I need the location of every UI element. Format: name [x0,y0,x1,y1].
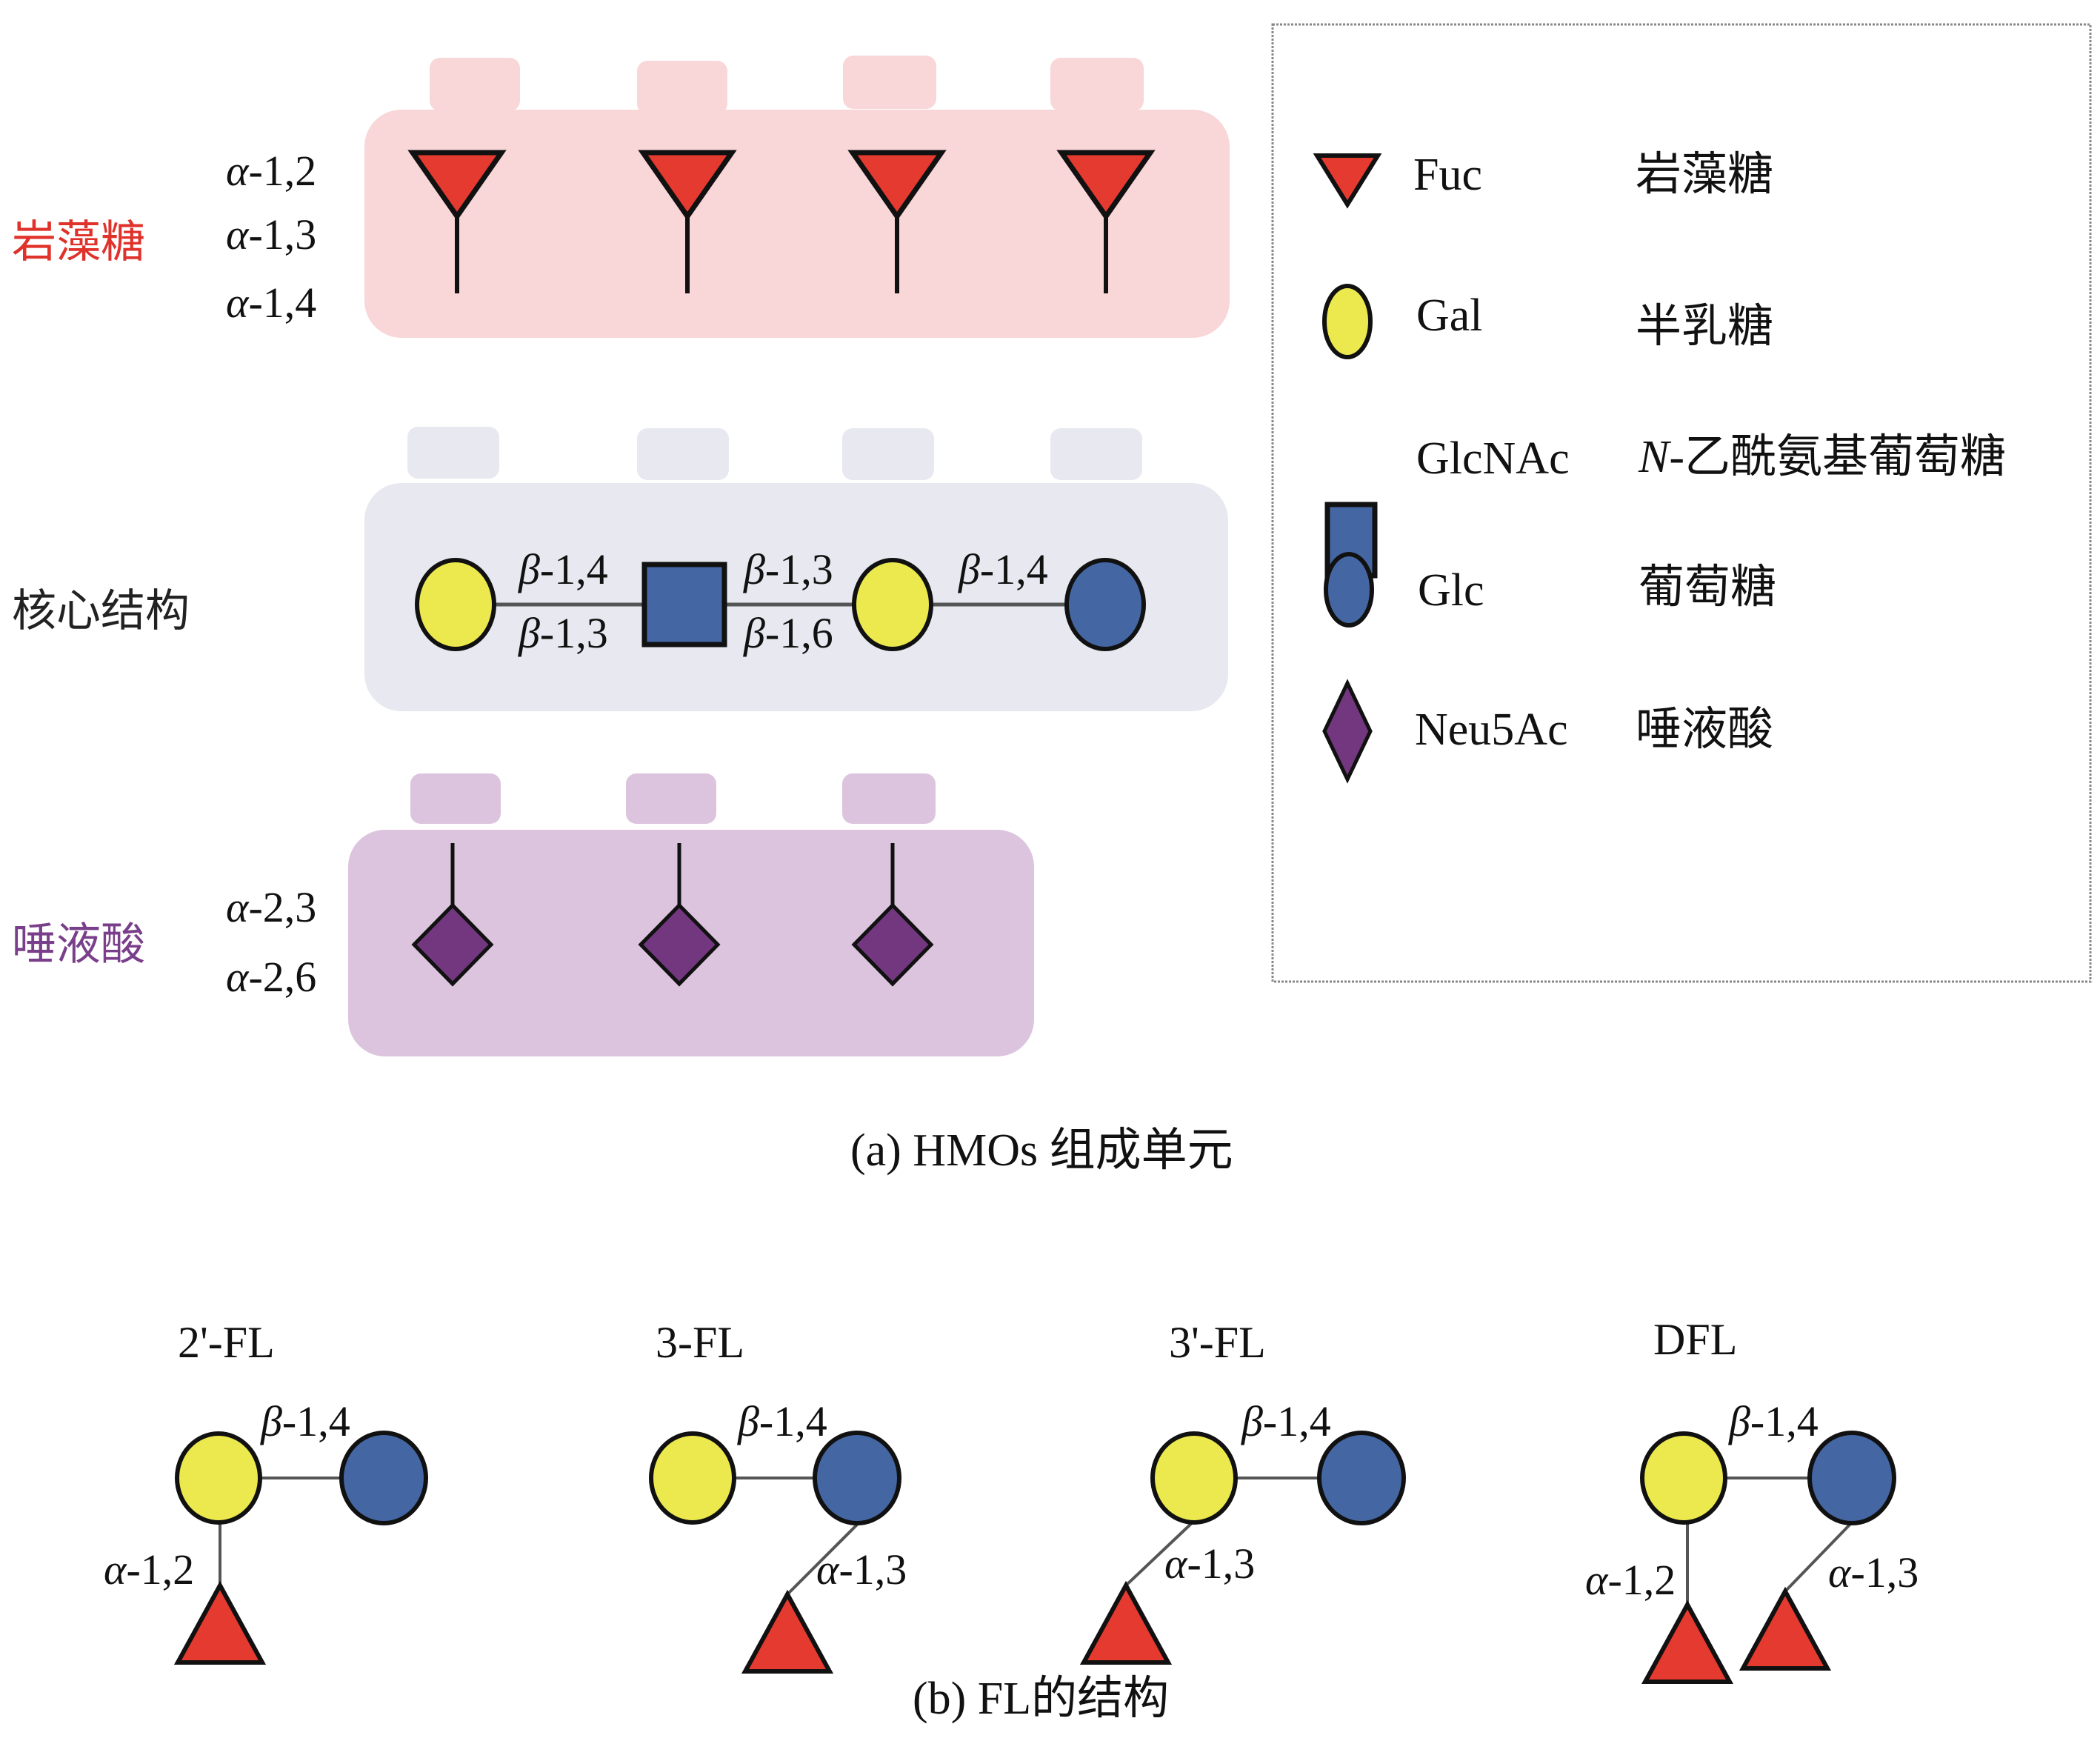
caption-a: (a) HMOs 组成单元 [850,1125,1233,1176]
legend-name-gal: 半乳糖 [1636,302,1774,352]
legend-name-prefix: N [1639,432,1670,482]
fuc-icon [741,1589,834,1674]
sialic-tab [626,773,716,824]
fuc-icon [407,150,507,222]
core-tab [1050,428,1142,480]
fuc-icon [1641,1599,1734,1684]
fuc-icon [847,150,947,222]
core-link-bottom-2: β-1,6 [744,609,833,657]
fucose-tab [430,58,520,111]
glc-icon [1317,1431,1406,1525]
sialic-linkage: α-2,3 [226,883,317,931]
fl-structure [173,1431,428,1665]
triangle-down-icon [1313,153,1382,209]
bond [1784,1519,1855,1593]
legend-abbr-glcnac: GlcNAc [1416,433,1570,484]
fl-link-beta: β-1,4 [738,1397,827,1445]
core-row-label: 核心结构 [12,587,190,636]
fucose-tab [843,56,936,109]
fl-link-beta: β-1,4 [1241,1397,1331,1445]
glc-icon [1807,1431,1896,1525]
core-tab [407,427,499,479]
legend-border [1271,23,2092,983]
gal-icon [1150,1431,1238,1525]
fuc-icon [1079,1580,1173,1665]
fl-link-alpha: α-1,3 [1164,1539,1256,1588]
gal-icon [175,1431,262,1525]
legend-name-neu5ac: 唾液酸 [1636,705,1774,755]
fl-link-alpha: α-1,3 [1828,1548,1919,1597]
glc-icon [1064,558,1146,651]
legend-abbr-glc: Glc [1418,565,1484,616]
core-panel [364,427,1228,711]
legend-abbr-gal: Gal [1416,290,1483,341]
neu5ac-icon [851,902,934,987]
fucose-tab [1050,58,1144,111]
neu5ac-icon [411,902,494,987]
caption-b: (b) FL的结构 [913,1674,1170,1724]
fucose-panel [364,56,1230,338]
circle-icon [1322,284,1373,359]
sialic-linkage: α-2,6 [226,953,317,1001]
gal-icon [1640,1431,1727,1525]
legend-box [1271,23,2092,983]
fuc-icon [173,1580,267,1665]
gal-icon [649,1431,736,1525]
sialic-panel [348,773,1034,1056]
sialic-tab [842,773,936,824]
linkage-suffix: -1,4 [248,279,317,327]
fuc-icon [638,150,737,222]
fuc-icon [1056,150,1156,222]
structure-title: 2'-FL [178,1318,275,1367]
fucose-row-label: 岩藻糖 [12,218,145,267]
fl-link-beta: β-1,4 [1729,1397,1819,1445]
legend-abbr-neu5ac: Neu5Ac [1415,705,1568,755]
neu5ac-icon [638,902,721,987]
core-link-top-1: β-1,4 [519,545,608,593]
fucose-linkage: α-1,2 [226,147,317,195]
legend-name-glcnac: N-乙酰氨基葡萄糖 [1639,434,2006,480]
linkage-suffix: -1,3 [248,210,317,259]
glc-icon [813,1431,901,1525]
fuc-icon [1739,1586,1832,1671]
structure-title: 3-FL [656,1318,744,1367]
legend-name-rest: -乙酰氨基葡萄糖 [1669,432,2007,482]
core-link-top-3: β-1,4 [959,545,1048,593]
sialic-tab [410,773,501,824]
bond [786,1519,862,1596]
fl-structures [173,1431,1896,1684]
core-panel-bg [364,483,1228,711]
structure-title: DFL [1653,1315,1738,1364]
fl-structure [1079,1431,1406,1665]
fucose-panel-bg [364,110,1230,338]
fucose-linkage: α-1,4 [226,279,317,327]
diamond-icon [1322,679,1373,784]
legend-name-glc: 葡萄糖 [1639,562,1777,613]
structure-title: 3'-FL [1169,1318,1266,1367]
sialic-row-label: 唾液酸 [12,920,145,969]
link-num: 1,4 [296,1397,350,1445]
fl-link-alpha: α-1,2 [1585,1556,1676,1604]
fl-structure [1640,1431,1896,1684]
core-link-top-2: β-1,3 [744,545,833,593]
glc-icon [339,1431,428,1525]
circle-icon [1324,552,1374,628]
bond [1124,1519,1196,1587]
glcnac-icon [641,562,727,648]
fl-link-alpha: α-1,2 [104,1545,195,1594]
gal-icon [415,558,496,651]
fl-link-beta: β-1,4 [261,1397,350,1445]
linkage-suffix: -1,2 [248,147,317,195]
fl-structure [649,1431,901,1674]
fl-link-alpha: α-1,3 [816,1545,907,1594]
core-tab [842,428,934,480]
core-tab [637,428,729,480]
fucose-tab [637,61,727,114]
core-link-bottom-1: β-1,3 [519,609,608,657]
legend-abbr-fuc: Fuc [1413,150,1482,200]
fucose-linkage: α-1,3 [226,210,317,259]
gal-icon [852,558,933,651]
legend-name-fuc: 岩藻糖 [1636,150,1774,200]
